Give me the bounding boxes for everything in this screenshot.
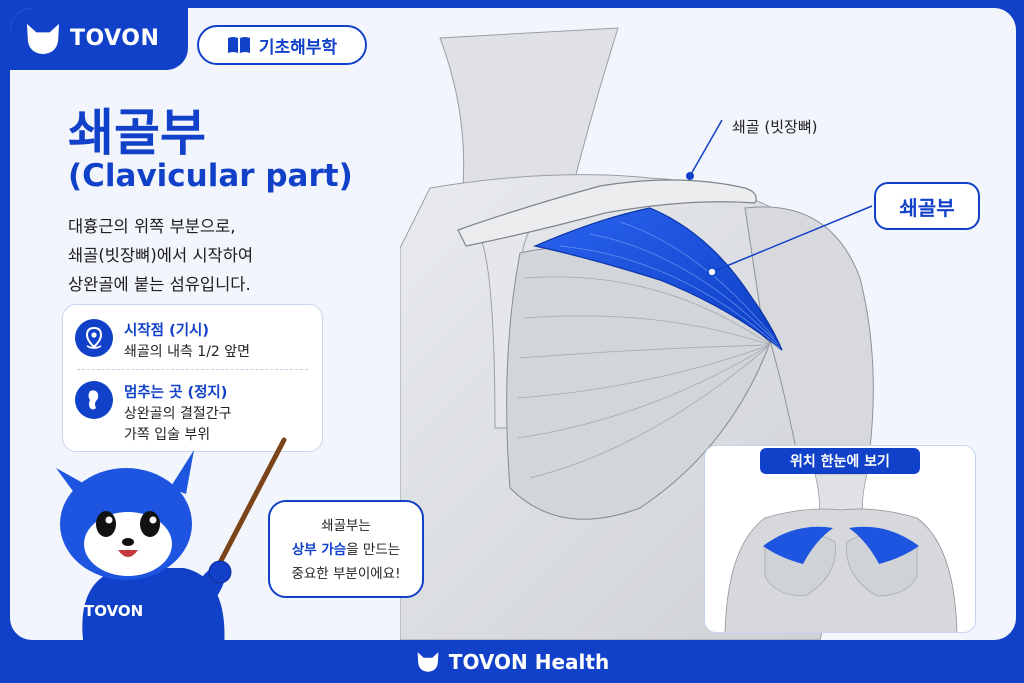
- clavicular-part-highlight: [533, 207, 783, 351]
- neck: [439, 27, 619, 199]
- mini-left-highlight: [763, 526, 833, 564]
- origin-line: 쇄골의 내측 1/2 앞면: [124, 344, 251, 360]
- origin-text: 쇄골의 내측 1/2 앞면: [124, 342, 250, 363]
- location-pin-icon: [75, 319, 113, 357]
- brand-name: TOVON: [70, 26, 160, 51]
- book-icon: [227, 37, 250, 53]
- callout-marker: [707, 267, 717, 277]
- description-line: 쇄골(빗장뼈)에서 시작하여: [68, 246, 254, 265]
- clavicle: [457, 179, 757, 247]
- speech-highlight: 상부 가슴: [291, 542, 347, 558]
- page-title: 쇄골부: [68, 104, 206, 162]
- category-badge[interactable]: 기초해부학: [197, 25, 367, 65]
- mini-right-highlight: [849, 526, 919, 564]
- description-line: 상완골에 붙는 섬유입니다.: [68, 275, 251, 294]
- fox-mascot: [56, 437, 287, 640]
- speech-line-1: 쇄골부는: [321, 518, 371, 534]
- insertion-heading: 멈추는 곳 (정지): [124, 385, 228, 401]
- speech-line-2-rest: 을 만드는: [346, 542, 401, 558]
- origin-heading: 시작점 (기시): [124, 323, 210, 339]
- divider: [77, 369, 308, 370]
- clavicular-part-callout: 쇄골부: [874, 182, 980, 230]
- clavicle-leader: [689, 119, 723, 177]
- footer-brand[interactable]: TOVON Health: [448, 649, 610, 674]
- speech-line-3: 중요한 부분이에요!: [291, 566, 401, 582]
- category-label: 기초해부학: [258, 37, 338, 58]
- insertion-text: 상완골의 결절간구 가쪽 입술 부위: [124, 404, 232, 446]
- mini-view-panel: 위치 한눈에 보기: [704, 445, 976, 633]
- mini-view-title: 위치 한눈에 보기: [760, 448, 920, 474]
- page-subtitle: (Clavicular part): [68, 158, 353, 194]
- pointer-stick: [209, 437, 287, 581]
- mascot-hoodie: [82, 568, 225, 640]
- speech-bubble: 쇄골부는 상부 가슴을 만드는 중요한 부분이에요!: [268, 500, 424, 598]
- brand-header[interactable]: TOVON: [10, 8, 188, 70]
- callout-leader: [711, 205, 873, 273]
- insertion-line: 상완골의 결절간구: [124, 406, 232, 422]
- muscle-fibers: [517, 276, 771, 479]
- main-card: TOVON 기초해부학 쇄골부 (Clavicular part) 대흉근의 위…: [10, 8, 1016, 640]
- description-line: 대흉근의 위쪽 부분으로,: [68, 217, 236, 236]
- insertion-line: 가쪽 입술 부위: [124, 427, 211, 443]
- speech-line-2: 상부 가슴을 만드는: [270, 538, 422, 562]
- mascot-shirt-text: TOVON: [84, 602, 144, 620]
- fox-head-icon: [417, 651, 439, 672]
- bone-icon: [75, 381, 113, 419]
- clavicle-label: 쇄골 (빗장뼈): [732, 118, 818, 136]
- info-box: 시작점 (기시) 쇄골의 내측 1/2 앞면 멈추는 곳 (정지) 상완골의 결…: [62, 304, 323, 452]
- description: 대흉근의 위쪽 부분으로, 쇄골(빗장뼈)에서 시작하여 상완골에 붙는 섬유입…: [68, 212, 253, 299]
- deltoid: [744, 206, 874, 469]
- mini-torso-illustration: [724, 473, 958, 632]
- clavicle-marker: [686, 172, 694, 180]
- footer: TOVON Health: [0, 640, 1024, 683]
- fox-head-icon: [26, 23, 60, 55]
- highlight-fibers: [559, 221, 781, 349]
